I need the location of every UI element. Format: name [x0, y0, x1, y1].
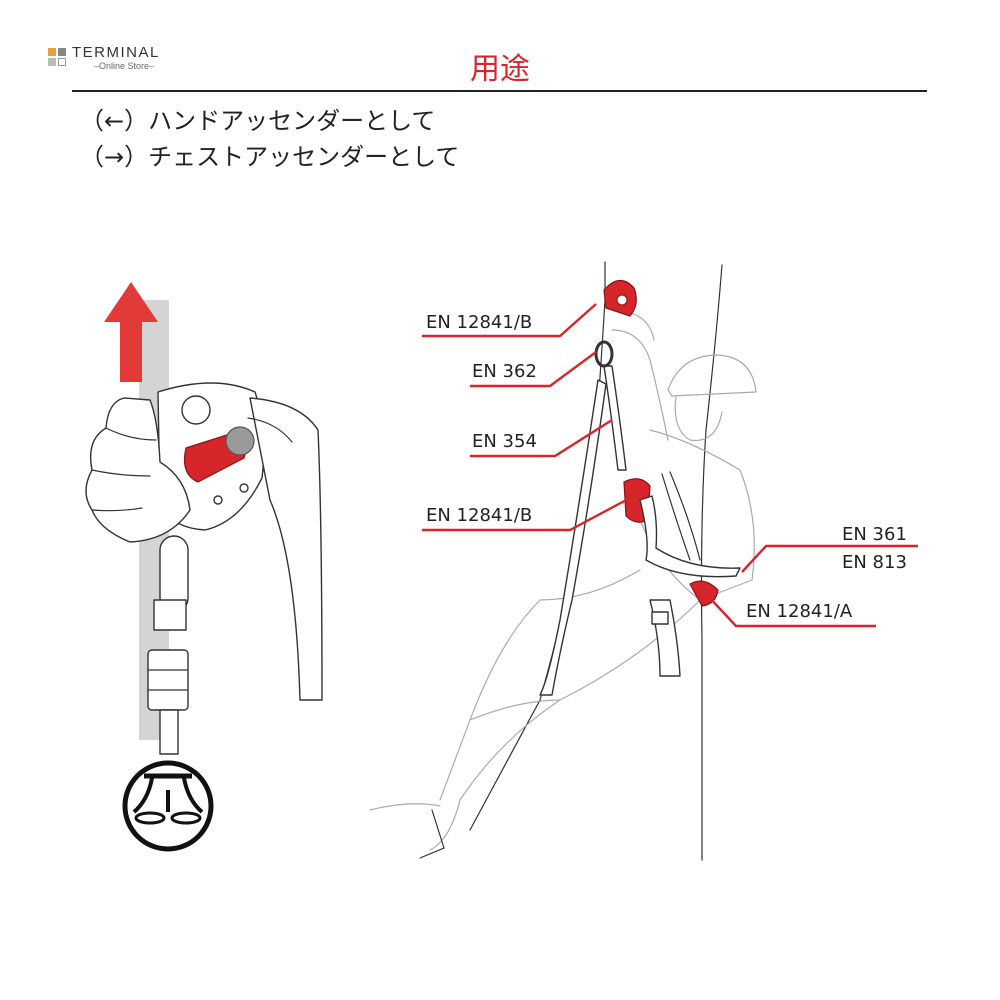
label-en12841a: EN 12841/A: [746, 601, 853, 622]
page-title: 用途: [470, 52, 530, 87]
working-rope: [469, 261, 606, 831]
gripping-hand: [85, 397, 191, 543]
label-en813: EN 813: [842, 552, 907, 573]
climber-illustration: [369, 261, 757, 861]
label-en361: EN 361: [842, 524, 907, 545]
usage-line-hand-ascender: （←）ハンドアッセンダーとして: [80, 107, 436, 135]
logo-subtext: –Online Store–: [94, 61, 155, 71]
store-logo[interactable]: TERMINAL –Online Store–: [48, 44, 188, 76]
lanyard: [603, 365, 627, 471]
usage-line-chest-ascender: （→）チェストアッセンダーとして: [80, 143, 460, 171]
upper-leg: [439, 569, 641, 801]
backup-rope: [700, 264, 723, 861]
title-divider: [72, 90, 927, 92]
connector-carabiner: [594, 340, 614, 368]
label-en12841b-mid: EN 12841/B: [426, 505, 532, 526]
label-en12841b-top: EN 12841/B: [426, 312, 532, 333]
helmet: [667, 354, 757, 397]
harness-icon: [122, 760, 214, 852]
logo-text: TERMINAL: [72, 44, 160, 61]
label-en362: EN 362: [472, 361, 537, 382]
lanyard-connector: [147, 649, 189, 711]
foot-sling: [539, 379, 607, 696]
supporting-hand: [249, 397, 323, 701]
up-arrow-icon: [104, 282, 158, 382]
harness: [639, 495, 741, 578]
hand-ascender-illustration: [85, 282, 323, 852]
lower-leg: [429, 599, 701, 851]
label-en354: EN 354: [472, 431, 537, 452]
logo-mark-icon: [48, 48, 68, 68]
callout-lines: [422, 303, 918, 628]
usage-description: （←）ハンドアッセンダーとして （→）チェストアッセンダーとして: [80, 103, 459, 175]
